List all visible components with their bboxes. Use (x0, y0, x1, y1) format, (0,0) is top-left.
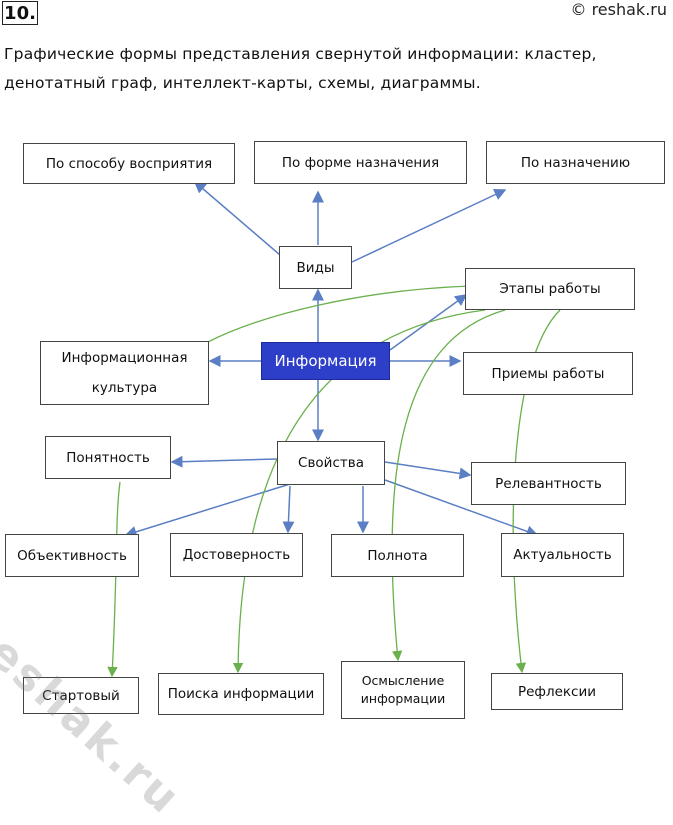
node-po-sposobu: По способу восприятия (23, 143, 235, 184)
node-obektivnost: Объективность (5, 534, 139, 577)
diagram-connectors (107, 181, 561, 678)
node-svoystva: Свойства (277, 441, 385, 485)
copyright: © reshak.ru (570, 0, 667, 19)
node-inf-kultura: Информационная культура (40, 341, 209, 405)
node-po-naznacheniyu: По назначению (486, 141, 665, 184)
link-etapy-poiska (232, 309, 486, 674)
node-priemy: Приемы работы (463, 352, 633, 395)
arrow-svoystva-relev (384, 461, 472, 480)
node-po-forme: По форме назначения (254, 141, 467, 184)
node-ponyatnost: Понятность (45, 436, 171, 479)
node-poiska: Поиска информации (158, 673, 324, 715)
node-osmyslenie: Осмысление информации (341, 661, 465, 719)
arrow-svoystva-ponyat (170, 455, 278, 468)
task-text: Графические формы представления свернуто… (4, 45, 597, 92)
arrow-svoystva-dostov (282, 485, 295, 534)
node-etapy: Этапы работы (465, 268, 635, 310)
node-refleksii: Рефлексии (491, 673, 623, 710)
arrow-svoystva-obekt (124, 483, 291, 538)
node-dostovernost: Достоверность (170, 533, 303, 577)
node-aktualnost: Актуальность (501, 533, 624, 577)
node-center: Информация (261, 342, 390, 380)
link-ponyat-start (107, 481, 121, 678)
node-relevantnost: Релевантность (471, 462, 626, 505)
node-startovy: Стартовый (23, 677, 139, 714)
arrow-vidy-sposob (193, 181, 281, 256)
arrow-svoystva-aktual (384, 479, 539, 538)
node-polnota: Полнота (331, 534, 464, 577)
link-etapy-refleks (512, 309, 561, 674)
task-number: 10. (2, 1, 38, 25)
node-vidy: Виды (279, 246, 352, 289)
link-etapy-kultura (205, 285, 471, 344)
arrow-vidy-naznach (351, 189, 507, 263)
link-etapy-osmysl (391, 309, 506, 662)
